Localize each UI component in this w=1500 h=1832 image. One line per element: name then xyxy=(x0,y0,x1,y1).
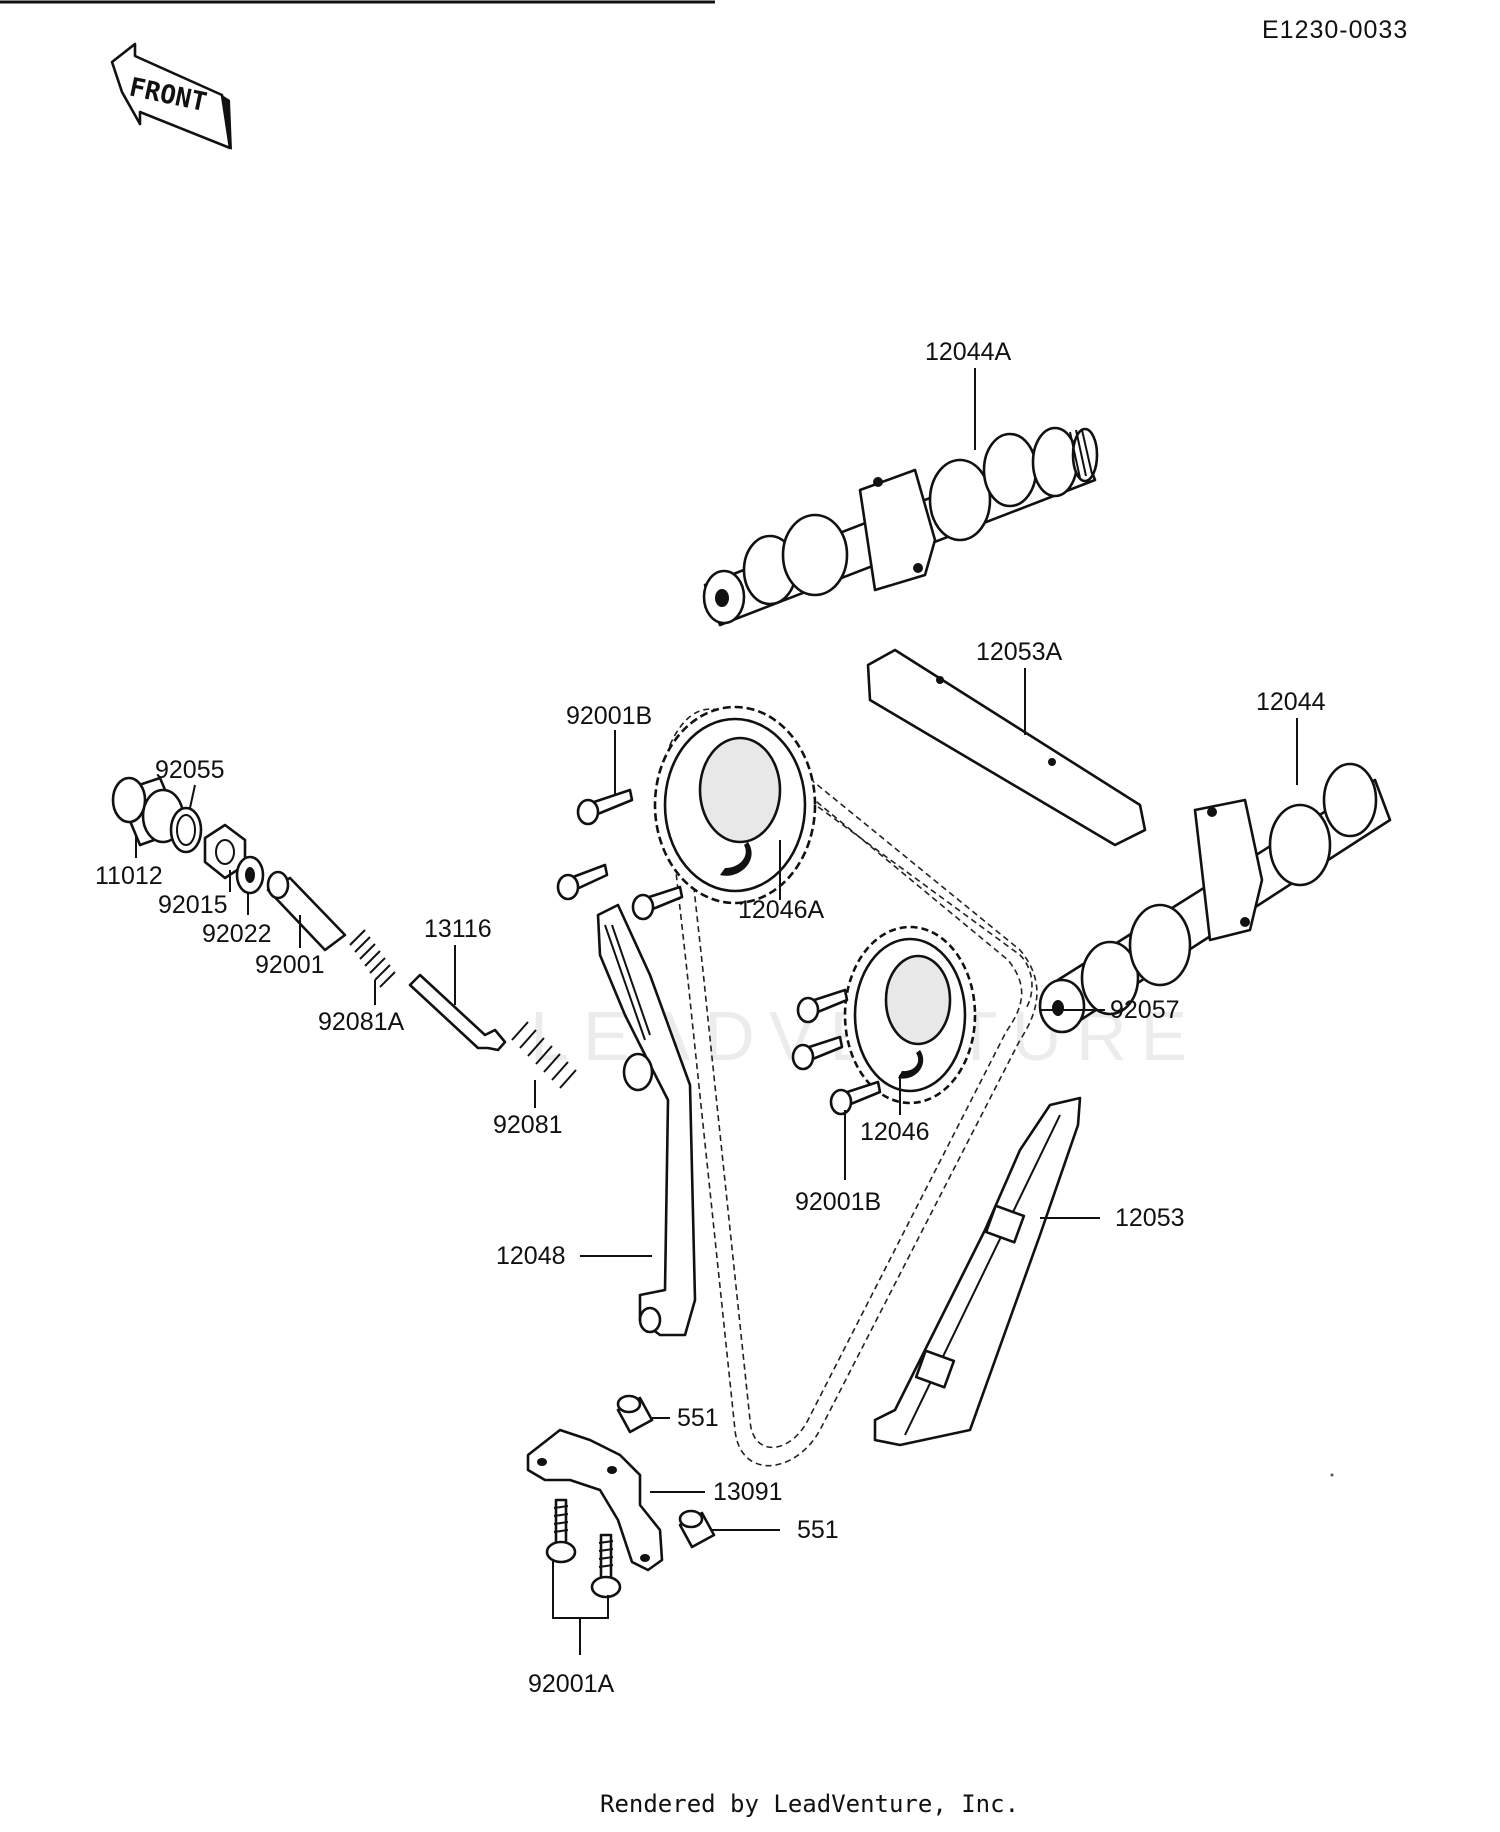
diagram-code: E1230-0033 xyxy=(1262,16,1408,44)
chain-guide-12053 xyxy=(873,1096,1082,1447)
sprocket-12046 xyxy=(843,925,977,1105)
rod-13116 xyxy=(408,973,507,1052)
label-12044A: 12044A xyxy=(925,338,1012,366)
bolt-92001B-5 xyxy=(791,1035,844,1071)
label-92015: 92015 xyxy=(158,891,228,919)
camshaft-12044A xyxy=(702,426,1099,627)
bracket-13091 xyxy=(526,1428,664,1572)
spring-92081 xyxy=(511,1021,577,1089)
nut-92015 xyxy=(203,823,247,880)
o-ring-92055 xyxy=(169,806,203,854)
label-92057: 92057 xyxy=(1110,996,1180,1024)
bolt-92001B-4 xyxy=(796,988,849,1024)
front-arrow-icon: FRONT xyxy=(110,42,232,150)
label-12046: 12046 xyxy=(860,1118,930,1146)
bolt-92001A-2 xyxy=(590,1533,622,1599)
label-12053A: 12053A xyxy=(976,638,1063,666)
label-551-top: 551 xyxy=(677,1404,719,1432)
label-11012: 11012 xyxy=(95,862,163,890)
label-92001A: 92001A xyxy=(528,1670,615,1698)
bolt-92001A-1 xyxy=(545,1498,577,1564)
bolt-92001B-3 xyxy=(631,885,684,921)
washer-92022 xyxy=(235,855,265,895)
spring-92081A xyxy=(349,929,396,988)
label-92001B-bottom: 92001B xyxy=(795,1188,881,1216)
label-12046A: 12046A xyxy=(738,896,825,924)
label-13091: 13091 xyxy=(713,1478,783,1506)
sprocket-12046A xyxy=(653,705,817,905)
label-92081A: 92081A xyxy=(318,1008,405,1036)
bolt-92001B-2 xyxy=(556,863,609,901)
label-92081: 92081 xyxy=(493,1111,563,1139)
label-12044: 12044 xyxy=(1256,688,1326,716)
label-92001: 92001 xyxy=(255,951,325,979)
label-12048: 12048 xyxy=(496,1242,566,1270)
plunger-92001 xyxy=(266,870,347,952)
label-551-bottom: 551 xyxy=(797,1516,839,1544)
cap-11012 xyxy=(111,776,185,847)
footer-credit: Rendered by LeadVenture, Inc. xyxy=(600,1790,1019,1818)
camshaft-12044 xyxy=(1038,762,1392,1034)
bolt-92001B-6 xyxy=(829,1080,882,1116)
chain-guide-12053A xyxy=(866,648,1147,847)
label-92001B-top: 92001B xyxy=(566,702,652,730)
tensioner-guide-12048 xyxy=(596,903,697,1337)
leader-lines xyxy=(135,368,1298,1655)
label-13116: 13116 xyxy=(424,915,492,943)
label-12053: 12053 xyxy=(1115,1204,1185,1232)
label-92022: 92022 xyxy=(202,920,272,948)
spacer-551-bottom xyxy=(678,1509,716,1549)
bolt-92001B-1 xyxy=(576,788,634,826)
spacer-551-top xyxy=(616,1394,654,1434)
stray-mark xyxy=(1330,1473,1334,1477)
label-92055: 92055 xyxy=(155,756,225,784)
